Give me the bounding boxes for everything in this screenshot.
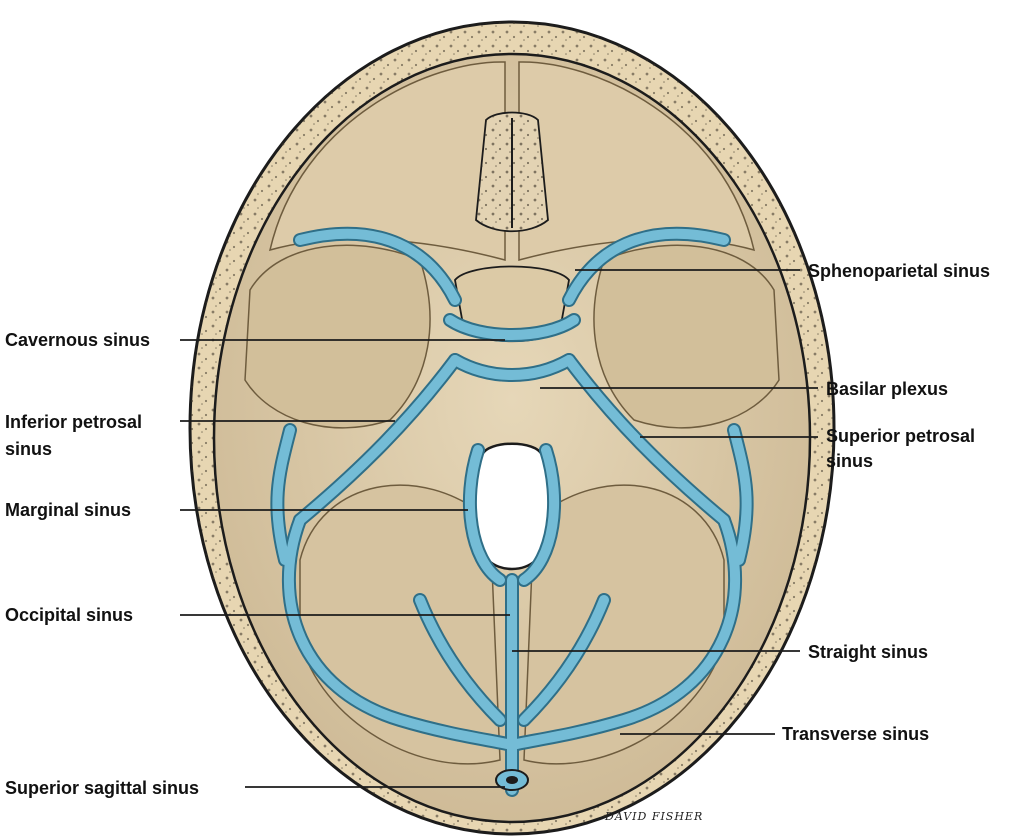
label-occipital-sinus: Occipital sinus [5,605,134,625]
label-cavernous-sinus: Cavernous sinus [5,330,151,350]
label-superior-petrosal-sinus-line1: Superior petrosal [826,426,976,446]
label-superior-sagittal-sinus: Superior sagittal sinus [5,778,200,798]
venous-sinuses [270,226,754,797]
leader-lines [180,269,818,788]
label-transverse-sinus: Transverse sinus [782,724,930,744]
label-inferior-petrosal-sinus-line1: Inferior petrosal [5,412,143,432]
label-inferior-petrosal-sinus-line2: sinus [5,439,53,459]
artist-signature: DAVID FISHER [605,810,704,823]
label-basilar-plexus: Basilar plexus [826,379,949,399]
label-superior-petrosal-sinus-line2: sinus [826,451,874,471]
label-sphenoparietal-sinus: Sphenoparietal sinus [808,261,991,281]
crista-galli [475,111,549,233]
label-straight-sinus: Straight sinus [808,642,929,662]
label-marginal-sinus: Marginal sinus [5,500,132,520]
middle-cranial-fossa [244,244,780,429]
